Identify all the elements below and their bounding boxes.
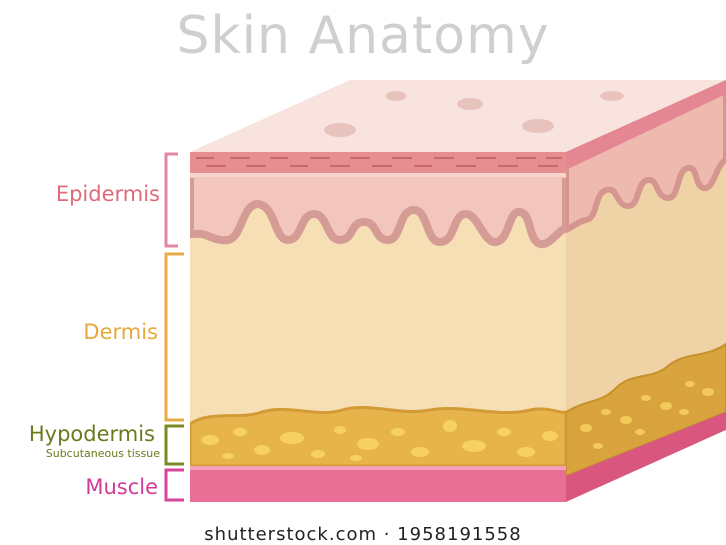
epidermis-label: Epidermis <box>55 182 160 206</box>
hypodermis-side <box>566 342 726 478</box>
hypodermis-label: Hypodermis <box>28 422 155 446</box>
epidermis-side <box>566 80 726 235</box>
dermis-label: Dermis <box>83 320 158 344</box>
subcutaneous-tissue-label: Subcutaneous tissue <box>45 447 160 460</box>
epidermis-bracket <box>164 152 178 248</box>
pores <box>324 91 624 137</box>
fat-globules <box>201 420 558 461</box>
dermis-bracket <box>164 252 184 422</box>
muscle-side <box>566 412 726 502</box>
hypodermis-bracket <box>164 424 184 466</box>
muscle-front <box>190 466 566 502</box>
muscle-label: Muscle <box>85 475 158 499</box>
diagram-title: Skin Anatomy <box>176 6 550 66</box>
stratum-corneum <box>190 152 566 176</box>
skin-top-surface <box>190 80 726 152</box>
stock-watermark: shutterstock.com · 1958191558 <box>204 524 522 545</box>
hypodermis-front <box>190 406 566 468</box>
muscle-bracket <box>164 468 184 502</box>
